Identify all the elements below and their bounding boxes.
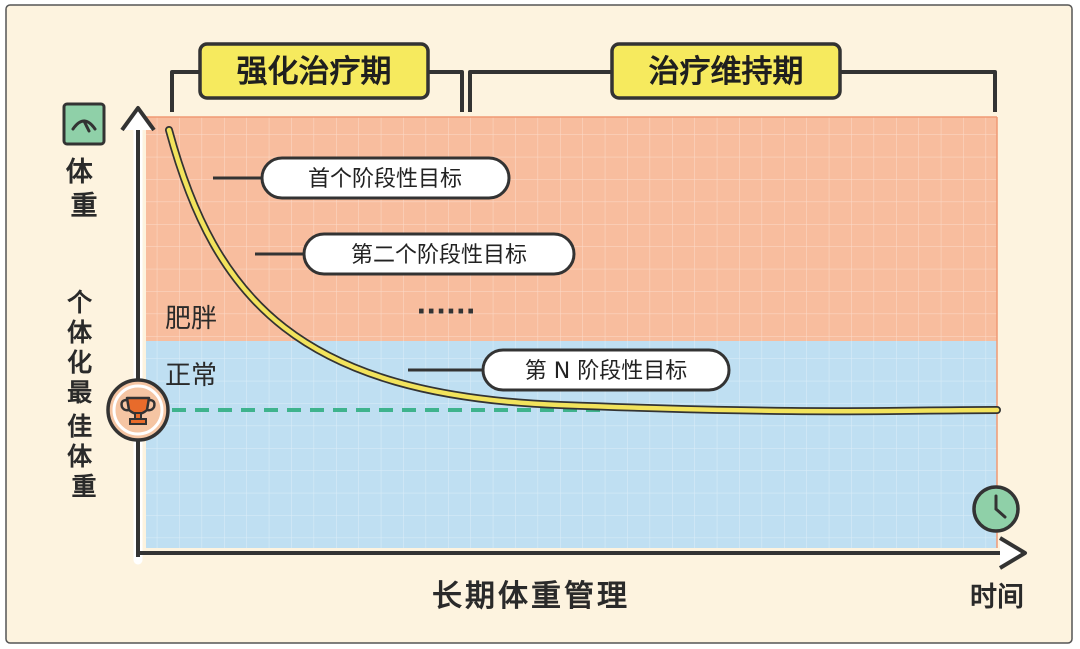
- trophy-icon: [106, 378, 170, 442]
- y-axis-label: 体 重: [66, 157, 102, 222]
- ellipsis: ······: [416, 297, 475, 327]
- ideal-weight-label: 个 体 化 最 佳 体 重: [67, 288, 101, 501]
- x-axis-label: 时间: [970, 582, 1024, 613]
- goal-2-label: 第二个阶段性目标: [351, 243, 527, 268]
- y-axis-arrow: [120, 106, 156, 132]
- intensive-phase-badge: 强化治疗期: [198, 42, 430, 100]
- maintenance-phase-label: 治疗维持期: [649, 54, 804, 90]
- goal-n-label: 第 N 阶段性目标: [525, 359, 687, 384]
- goal-2-badge: 第二个阶段性目标: [302, 232, 576, 276]
- gauge-icon: [62, 102, 106, 146]
- x-axis-arrow: [998, 536, 1027, 570]
- normal-zone-label: 正常: [165, 361, 217, 391]
- goal-1-label: 首个阶段性目标: [308, 167, 462, 192]
- intensive-phase-label: 强化治疗期: [237, 54, 392, 90]
- maintenance-phase-badge: 治疗维持期: [610, 42, 842, 100]
- obese-zone-label: 肥胖: [165, 304, 217, 334]
- weight-curve: [166, 127, 1000, 414]
- diagram-caption: 长期体重管理: [432, 579, 630, 614]
- goal-n-badge: 第 N 阶段性目标: [481, 348, 731, 392]
- clock-icon: [972, 485, 1020, 533]
- goal-1-badge: 首个阶段性目标: [260, 156, 511, 200]
